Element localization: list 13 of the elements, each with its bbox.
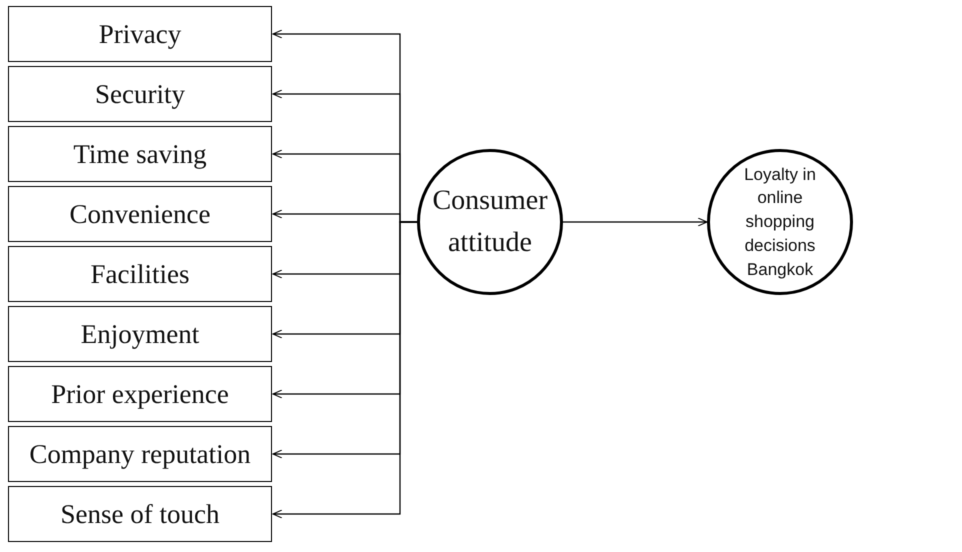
factor-box: Sense of touch — [8, 486, 272, 542]
factor-box: Privacy — [8, 6, 272, 62]
arrow — [272, 221, 417, 518]
factor-box: Convenience — [8, 186, 272, 242]
arrow — [563, 218, 708, 226]
factor-box: Time saving — [8, 126, 272, 182]
factor-box: Security — [8, 66, 272, 122]
factor-box: Company reputation — [8, 426, 272, 482]
factor-box: Facilities — [8, 246, 272, 302]
ellipse-node: Loyalty in online shopping decisions Bangkok — [707, 149, 853, 295]
ellipse-node: Consumer attitude — [417, 149, 563, 295]
factor-box: Enjoyment — [8, 306, 272, 362]
factor-box: Prior experience — [8, 366, 272, 422]
